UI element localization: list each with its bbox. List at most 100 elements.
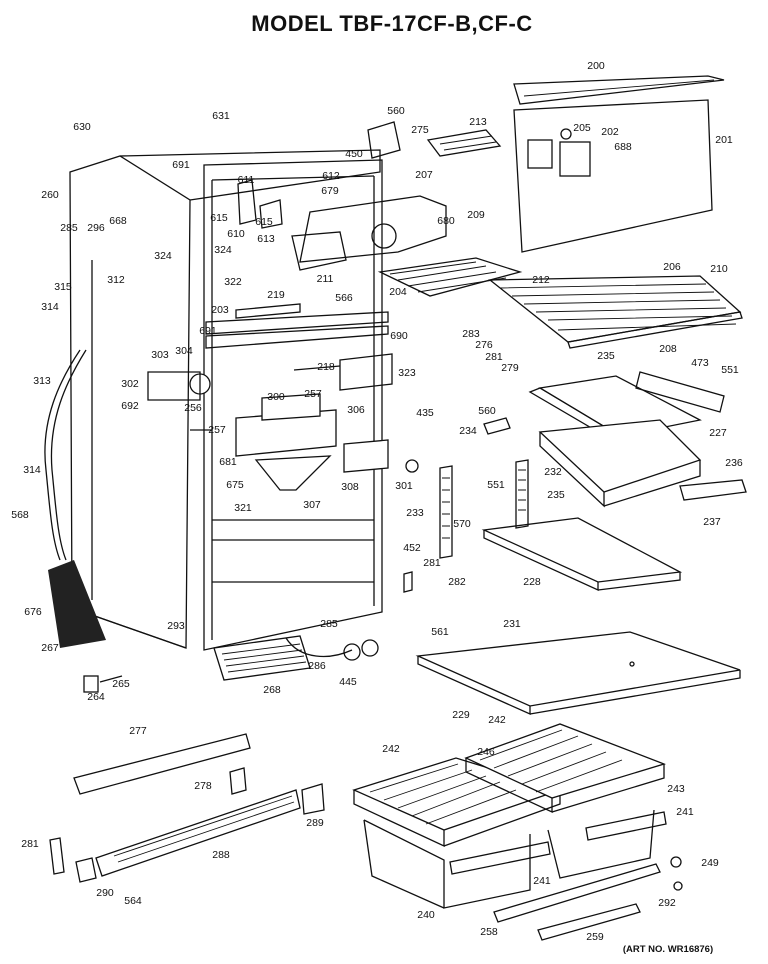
part-callout-681: 681 — [219, 456, 237, 468]
part-callout-285: 285 — [320, 618, 338, 630]
part-callout-324: 324 — [154, 250, 172, 262]
part-callout-306: 306 — [347, 404, 365, 416]
part-callout-312: 312 — [107, 274, 125, 286]
part-callout-314: 314 — [23, 464, 41, 476]
part-callout-611: 611 — [238, 174, 255, 186]
part-callout-256: 256 — [184, 402, 202, 414]
part-callout-301: 301 — [395, 480, 413, 492]
part-callout-321: 321 — [234, 502, 252, 514]
part-callout-264: 264 — [87, 691, 105, 703]
part-callout-267: 267 — [41, 642, 59, 654]
part-callout-450: 450 — [345, 148, 363, 160]
part-callout-610: 610 — [227, 228, 245, 240]
evaporator-drawing — [237, 121, 523, 297]
part-callout-209: 209 — [467, 209, 485, 221]
part-callout-276: 276 — [475, 339, 493, 351]
part-callout-260: 260 — [41, 189, 59, 201]
part-callout-207: 207 — [415, 169, 433, 181]
part-callout-314: 314 — [41, 301, 59, 313]
part-callout-258: 258 — [480, 926, 498, 938]
part-callout-201: 201 — [715, 134, 733, 146]
part-callout-242: 242 — [382, 743, 400, 755]
part-callout-233: 233 — [406, 507, 424, 519]
part-callout-315: 315 — [54, 281, 72, 293]
part-callout-631: 631 — [212, 110, 230, 122]
part-callout-259: 259 — [586, 931, 604, 943]
part-callout-236: 236 — [725, 457, 743, 469]
part-callout-560: 560 — [387, 105, 405, 117]
part-callout-313: 313 — [33, 375, 51, 387]
art-number: (ART NO. WR16876) — [623, 944, 713, 955]
part-callout-232: 232 — [544, 466, 562, 478]
part-callout-211: 211 — [317, 273, 334, 285]
part-callout-281: 281 — [21, 838, 39, 850]
part-callout-231: 231 — [503, 618, 521, 630]
part-callout-322: 322 — [224, 276, 242, 288]
part-callout-227: 227 — [709, 427, 727, 439]
wire-shelf-upper-drawing — [488, 275, 743, 349]
part-callout-288: 288 — [212, 849, 230, 861]
part-callout-246: 246 — [477, 746, 495, 758]
part-callout-560: 560 — [478, 405, 496, 417]
part-callout-612: 612 — [322, 170, 340, 182]
part-callout-292: 292 — [658, 897, 676, 909]
part-callout-551: 551 — [487, 479, 505, 491]
part-callout-564: 564 — [124, 895, 142, 907]
part-callout-200: 200 — [587, 60, 605, 72]
part-callout-296: 296 — [87, 222, 105, 234]
meat-pan-drawing — [483, 371, 747, 508]
part-callout-212: 212 — [532, 274, 550, 286]
part-callout-206: 206 — [663, 261, 681, 273]
part-callout-241: 241 — [676, 806, 694, 818]
part-callout-323: 323 — [398, 367, 416, 379]
part-callout-307: 307 — [303, 499, 321, 511]
toe-grille-drawing — [49, 733, 325, 883]
part-callout-218: 218 — [317, 361, 335, 373]
part-callout-445: 445 — [339, 676, 357, 688]
part-callout-561: 561 — [431, 626, 449, 638]
part-callout-630: 630 — [73, 121, 91, 133]
part-callout-282: 282 — [448, 576, 466, 588]
part-callout-551: 551 — [721, 364, 739, 376]
part-callout-675: 675 — [226, 479, 244, 491]
part-callout-257: 257 — [304, 388, 322, 400]
part-callout-688: 688 — [614, 141, 632, 153]
part-callout-435: 435 — [416, 407, 434, 419]
part-callout-679: 679 — [321, 185, 339, 197]
part-callout-566: 566 — [335, 292, 353, 304]
condenser-grille — [48, 560, 106, 648]
part-callout-205: 205 — [573, 122, 591, 134]
part-callout-303: 303 — [151, 349, 169, 361]
part-callout-285: 285 — [60, 222, 78, 234]
part-callout-290: 290 — [96, 887, 114, 899]
part-callout-242: 242 — [488, 714, 506, 726]
part-callout-243: 243 — [667, 783, 685, 795]
part-callout-691: 691 — [172, 159, 190, 171]
drawer-trim-drawing — [493, 856, 683, 941]
part-callout-690: 690 — [390, 330, 408, 342]
part-callout-286: 286 — [308, 660, 326, 672]
part-callout-568: 568 — [11, 509, 29, 521]
part-callout-277: 277 — [129, 725, 147, 737]
part-callout-265: 265 — [112, 678, 130, 690]
part-callout-219: 219 — [267, 289, 285, 301]
glass-shelf-drawing — [481, 517, 683, 592]
shelf-ladder-drawing — [403, 459, 529, 593]
part-callout-615: 615 — [210, 212, 228, 224]
part-callout-202: 202 — [601, 126, 619, 138]
part-callout-691: 691 — [199, 325, 217, 337]
part-callout-289: 289 — [306, 817, 324, 829]
part-callout-268: 268 — [263, 684, 281, 696]
part-callout-570: 570 — [453, 518, 471, 530]
rear-cover-drawing — [513, 75, 725, 253]
part-callout-281: 281 — [423, 557, 441, 569]
part-callout-235: 235 — [597, 350, 615, 362]
part-callout-210: 210 — [710, 263, 728, 275]
part-callout-237: 237 — [703, 516, 721, 528]
part-callout-615: 615 — [255, 216, 273, 228]
diagram-title: MODEL TBF-17CF-B,CF-C — [251, 11, 532, 36]
part-callout-241: 241 — [533, 875, 551, 887]
part-callout-213: 213 — [469, 116, 487, 128]
